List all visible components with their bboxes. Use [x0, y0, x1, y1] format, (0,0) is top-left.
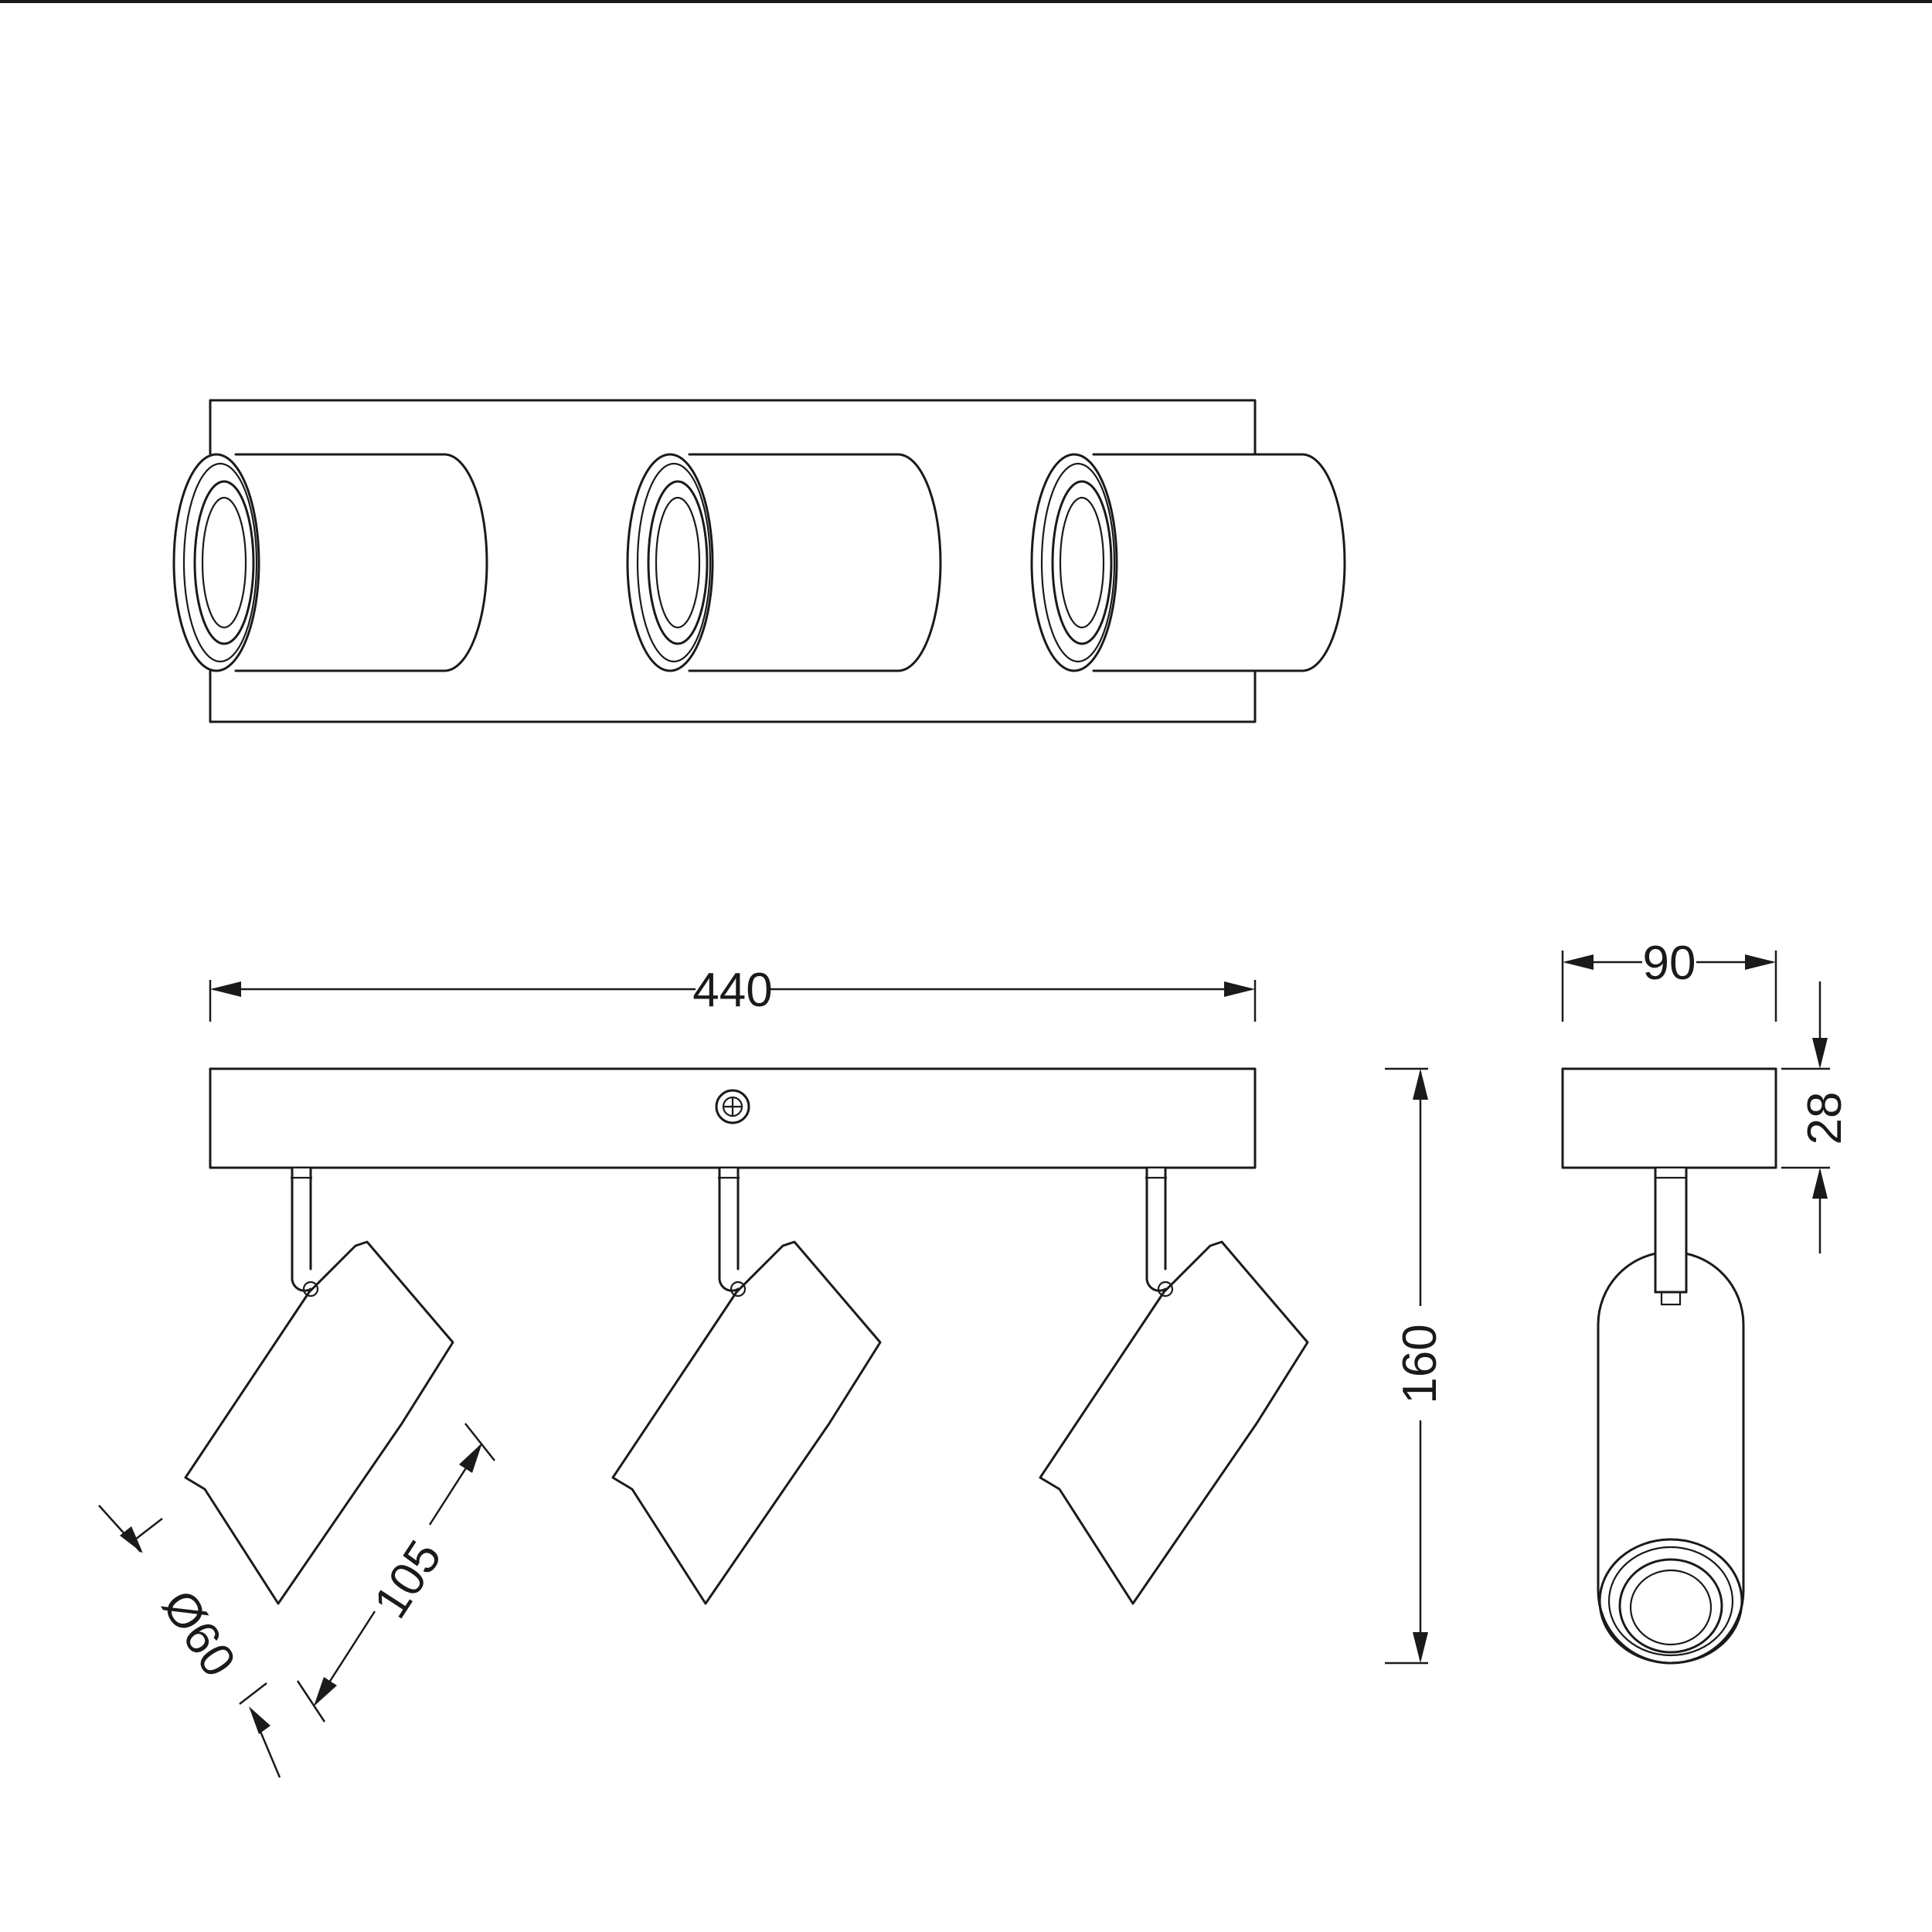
top-view-spot-left	[172, 453, 488, 672]
side-view-stem	[1654, 1167, 1688, 1306]
dimension-length-label: 440	[692, 964, 772, 1017]
dimension-base-thickness-label: 28	[1798, 1092, 1852, 1145]
side-view-lens	[1598, 1538, 1743, 1665]
top-view-spot-right	[1030, 453, 1346, 672]
dimension-base-thickness: 28	[1781, 981, 1852, 1253]
top-view	[172, 399, 1346, 723]
dimension-length: 440	[209, 964, 1257, 1022]
dimension-height: 160	[1385, 1067, 1447, 1665]
dimension-depth: 90	[1561, 937, 1777, 1022]
dimension-height-label: 160	[1393, 1324, 1447, 1403]
side-view-base	[1561, 1067, 1777, 1169]
side-view: 90 28	[1561, 937, 1852, 1665]
front-view-base-bar	[209, 1067, 1257, 1169]
top-view-spot-middle	[626, 453, 942, 672]
dimension-depth-label: 90	[1643, 937, 1696, 990]
mounting-screw	[715, 1089, 750, 1124]
